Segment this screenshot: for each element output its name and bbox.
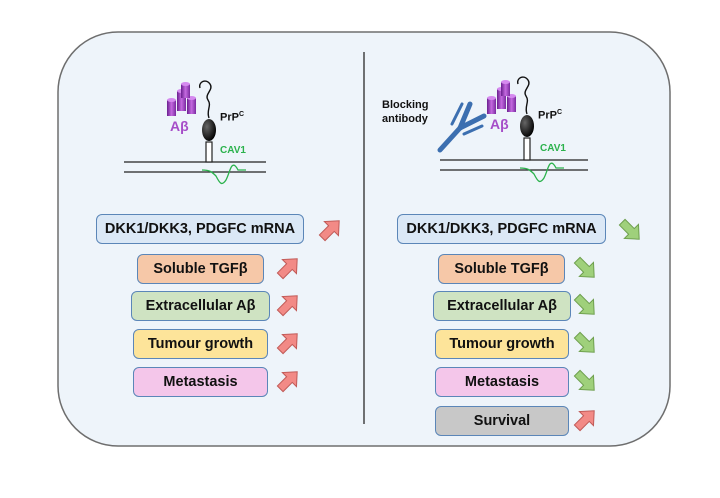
right-amyloid-oligomer — [487, 80, 516, 114]
left-cav1-label: CAV1 — [220, 145, 246, 156]
left-box-mrna: DKK1/DKK3, PDGFC mRNA — [96, 214, 304, 244]
left-trend-arrow-up — [276, 333, 298, 355]
left-trend-arrow-up — [276, 295, 298, 317]
antibody-label-line2: antibody — [382, 113, 428, 125]
left-box-tumour-growth: Tumour growth — [133, 329, 268, 359]
right-box-tgfb: Soluble TGFβ — [438, 254, 565, 284]
right-prpc-receptor — [516, 76, 534, 161]
right-box-tumour-growth: Tumour growth — [435, 329, 569, 359]
left-trend-arrow-up — [276, 258, 298, 280]
right-prpc-sup: C — [556, 109, 563, 116]
right-box-survival: Survival — [435, 406, 569, 436]
right-trend-arrow-down — [573, 331, 595, 353]
right-trend-arrow-down — [573, 293, 595, 315]
left-prpc-receptor — [198, 80, 216, 163]
left-box-tgfb: Soluble TGFβ — [137, 254, 264, 284]
right-trend-arrow-down — [573, 256, 595, 278]
left-box-metastasis: Metastasis — [133, 367, 268, 397]
left-prpc-label: PrPC — [220, 111, 244, 124]
blocking-antibody — [437, 101, 487, 153]
right-box-extracellular-abeta: Extracellular Aβ — [433, 291, 571, 321]
right-abeta-label: Aβ — [490, 116, 509, 132]
left-prpc-sup: C — [238, 111, 245, 118]
left-membrane — [124, 161, 266, 185]
right-box-mrna: DKK1/DKK3, PDGFC mRNA — [397, 214, 606, 244]
right-prpc-label: PrPC — [538, 109, 562, 122]
left-abeta-label: Aβ — [170, 118, 189, 134]
left-prpc-text: PrP — [220, 111, 239, 124]
right-trend-arrow-down — [573, 369, 595, 391]
left-trend-arrow-up — [276, 371, 298, 393]
right-box-metastasis: Metastasis — [435, 367, 569, 397]
right-membrane — [440, 159, 588, 183]
left-amyloid-oligomer — [167, 82, 196, 116]
right-prpc-text: PrP — [538, 109, 557, 122]
left-box-extracellular-abeta: Extracellular Aβ — [131, 291, 270, 321]
right-cav1-label: CAV1 — [540, 143, 566, 154]
right-trend-arrow-up — [573, 410, 595, 432]
right-trend-arrow-down — [618, 218, 640, 240]
antibody-label-line1: Blocking — [382, 99, 429, 111]
left-trend-arrow-up — [318, 220, 340, 242]
